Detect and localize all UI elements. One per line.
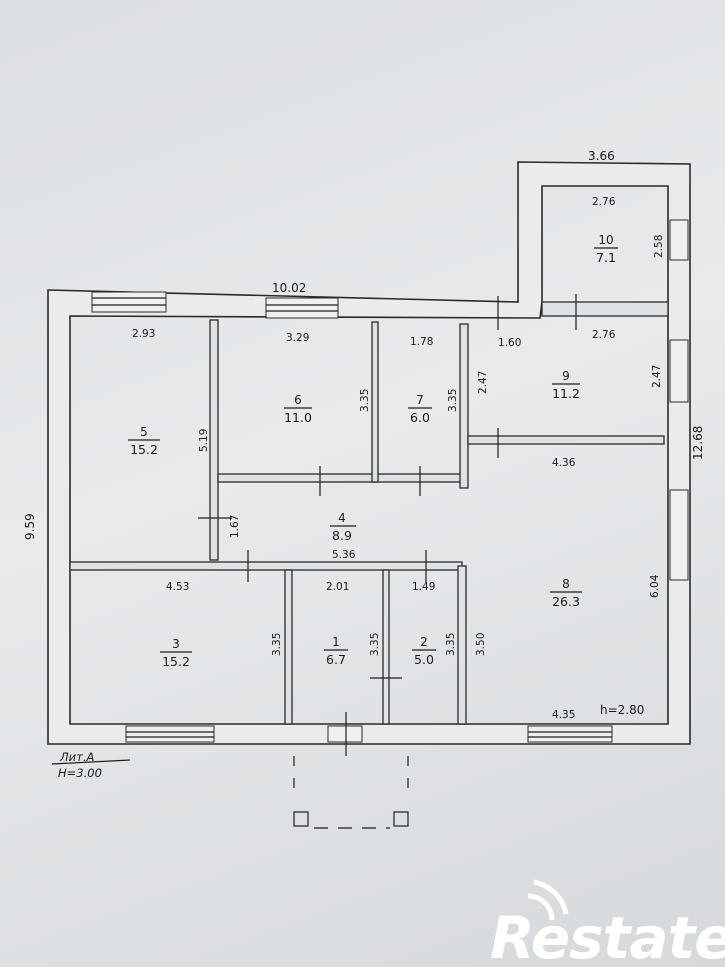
dim-r8-right: 6.04 (649, 574, 661, 598)
room-3-number: 3 (172, 637, 180, 651)
dim-r7-width: 1.78 (410, 336, 433, 348)
dim-r3-height: 3.35 (271, 633, 283, 656)
dim-r7-height: 3.35 (447, 389, 459, 412)
outer-wall (47, 161, 691, 745)
room-2-area: 5.0 (414, 652, 434, 667)
room-5-number: 5 (140, 425, 148, 439)
room-7-number: 7 (416, 393, 424, 407)
dim-r3-width: 4.53 (166, 581, 189, 593)
dim-r9-top: 2.76 (592, 329, 616, 341)
dim-r5-width: 2.93 (132, 328, 155, 340)
dim-left-height: 9.59 (23, 513, 37, 540)
dim-right-height: 12.68 (691, 426, 705, 460)
dim-r1-height: 3.35 (369, 633, 381, 656)
room-8-area: 26.3 (552, 594, 580, 609)
windows (91, 219, 689, 743)
watermark-logo: Restate (490, 879, 725, 967)
interior-walls (69, 301, 669, 725)
dim-r6-height: 3.35 (359, 389, 371, 412)
room-8-number: 8 (562, 577, 570, 591)
dim-r8-bottom: 4.35 (552, 709, 575, 721)
room-6-number: 6 (294, 393, 302, 407)
porch-outline (293, 756, 409, 829)
dim-r2-width: 1.49 (412, 581, 435, 593)
watermark-text: Restate (490, 904, 725, 967)
room-1-number: 1 (332, 635, 340, 649)
room-6-area: 11.0 (284, 410, 312, 425)
dim-r9-right: 2.47 (651, 365, 663, 388)
room-9-area: 11.2 (552, 386, 580, 401)
dim-r4-height: 1.67 (229, 515, 241, 538)
room-5-area: 15.2 (130, 442, 158, 457)
dim-r8-left: 3.50 (475, 633, 487, 656)
lit-height: H=3.00 (58, 766, 102, 780)
dim-wing-width: 3.66 (588, 149, 615, 163)
dim-r10-width: 2.76 (592, 196, 616, 208)
dim-r6-width: 3.29 (286, 332, 309, 344)
room-9-number: 9 (562, 369, 570, 383)
room-1-area: 6.7 (326, 652, 346, 667)
room-8-ceiling-height: h=2.80 (600, 703, 644, 717)
room-10-area: 7.1 (596, 250, 616, 265)
room-2-number: 2 (420, 635, 428, 649)
dim-r4-width: 5.36 (332, 549, 356, 561)
room-4-number: 4 (338, 511, 346, 525)
room-4-area: 8.9 (332, 528, 352, 543)
dim-r2-height: 3.35 (445, 633, 457, 656)
dim-top-width: 10.02 (272, 281, 306, 295)
dim-r1-width: 2.01 (326, 581, 349, 593)
dim-r5-height: 5.19 (198, 429, 210, 452)
room-10-number: 10 (598, 233, 613, 247)
door-marks (198, 294, 577, 756)
dim-r10-height: 2.58 (653, 235, 665, 258)
room-7-area: 6.0 (410, 410, 430, 425)
dim-r8-top: 4.36 (552, 457, 576, 469)
dim-r9-top-left: 1.60 (498, 337, 521, 349)
dim-r9-left: 2.47 (477, 371, 489, 394)
room-3-area: 15.2 (162, 654, 190, 669)
lit-label: Лит.А (59, 750, 94, 764)
